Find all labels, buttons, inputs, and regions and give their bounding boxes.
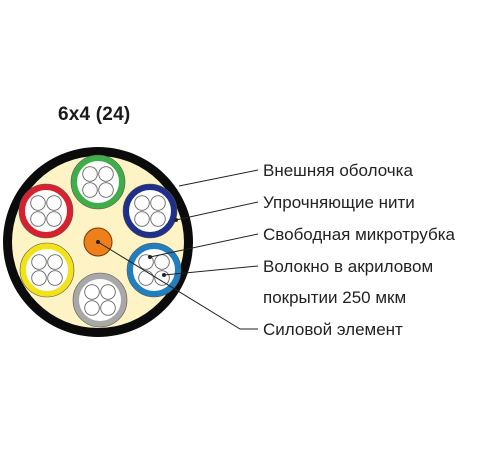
label-strength-member: Силовой элемент	[263, 320, 403, 339]
leader-lines	[96, 169, 259, 330]
label-free-microtube: Свободная микротрубка	[263, 225, 455, 244]
fiber-green-2	[98, 166, 114, 182]
leader-aramid-yarn-dot	[174, 218, 178, 222]
cable-title: 6x4 (24)	[58, 104, 131, 125]
fiber-green-1	[82, 166, 98, 182]
fiber-grey-2	[100, 284, 116, 300]
tubes-layer	[18, 154, 182, 328]
tube-ring-grey	[73, 273, 127, 327]
tube-ring-green	[71, 155, 125, 209]
tube-edge-red	[18, 183, 74, 239]
leader-aramid-yarn	[175, 201, 259, 221]
leader-free-microtube-dot	[148, 255, 152, 259]
label-outer-jacket: Внешняя оболочка	[263, 161, 413, 180]
fiber-grey-1	[84, 284, 100, 300]
leader-free-microtube	[149, 233, 259, 258]
fiber-yellow-4	[47, 270, 63, 286]
fiber-red-1	[30, 195, 46, 211]
tube-edge-blue	[122, 183, 178, 239]
tube-edge-light-blue	[126, 242, 182, 298]
tube-blue	[122, 183, 178, 239]
leader-fiber-dot	[162, 273, 166, 277]
leader-strength-member	[97, 241, 258, 330]
fiber-light-blue-2	[154, 254, 170, 270]
fiber-light-blue-3	[138, 270, 154, 286]
fiber-red-3	[30, 211, 46, 227]
tube-yellow	[19, 242, 75, 298]
fiber-blue-3	[134, 211, 150, 227]
tube-ring-red	[19, 184, 73, 238]
fiber-green-3	[82, 182, 98, 198]
fiber-green-4	[98, 182, 114, 198]
tube-ring-yellow	[20, 243, 74, 297]
fiber-red-2	[46, 195, 62, 211]
leader-outer-jacket	[178, 169, 259, 187]
fiber-yellow-3	[31, 270, 47, 286]
leader-strength-member-dot	[96, 240, 100, 244]
tube-red	[18, 183, 74, 239]
fiber-red-4	[46, 211, 62, 227]
fiber-blue-4	[150, 211, 166, 227]
fiber-yellow-1	[31, 254, 47, 270]
fiber-grey-4	[100, 300, 116, 316]
leader-fiber	[163, 265, 259, 276]
label-fiber-line-1: Волокно в акриловом	[263, 257, 434, 276]
tube-green	[70, 154, 126, 210]
tube-grey	[72, 272, 128, 328]
tube-edge-yellow	[19, 242, 75, 298]
fiber-grey-3	[84, 300, 100, 316]
fiber-blue-1	[134, 195, 150, 211]
label-aramid-yarn: Упрочняющие нити	[263, 193, 415, 212]
tube-edge-grey	[72, 272, 128, 328]
fiber-blue-2	[150, 195, 166, 211]
label-fiber-line-2: покрытии 250 мкм	[263, 288, 407, 307]
tube-edge-green	[70, 154, 126, 210]
tube-ring-blue	[123, 184, 177, 238]
tube-light-blue	[126, 242, 182, 298]
fiber-yellow-2	[47, 254, 63, 270]
